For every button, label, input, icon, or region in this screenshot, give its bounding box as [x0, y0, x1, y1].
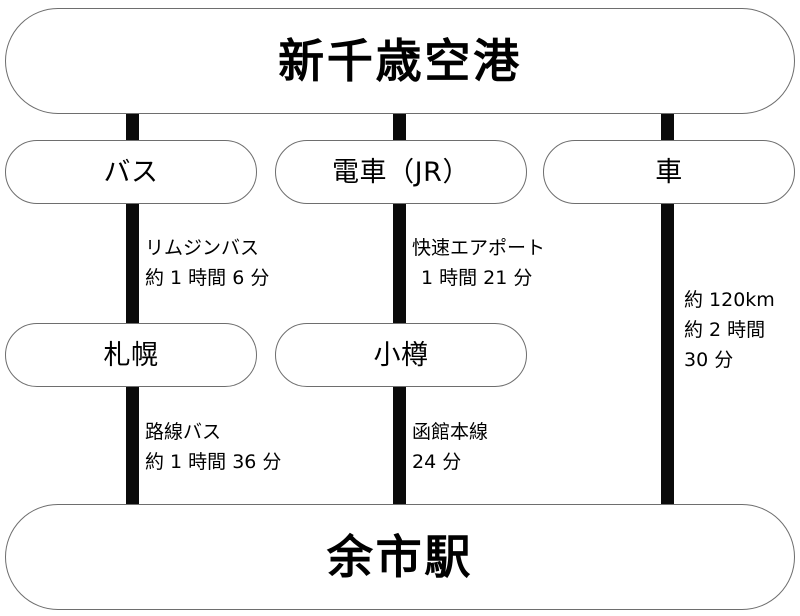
connector-airport-to-train [393, 106, 406, 148]
edge-label-car-line3: 30 分 [684, 349, 734, 371]
node-label-bus: バス [103, 156, 159, 188]
edge-label-rapid-airport: 快速エアポート 1 時間 21 分 [412, 233, 545, 293]
connector-sapporo-to-yoichi [126, 380, 139, 512]
connector-airport-to-car [661, 106, 674, 148]
connector-bus-to-sapporo [126, 196, 139, 330]
edge-label-local-bus: 路線バス 約 1 時間 36 分 [145, 417, 281, 477]
node-label-car: 車 [655, 156, 683, 188]
edge-label-limousine-bus: リムジンバス 約 1 時間 6 分 [145, 233, 269, 293]
node-label-sapporo: 札幌 [103, 339, 159, 371]
edge-label-localbus-line1: 路線バス [145, 421, 222, 443]
edge-label-limousine-line1: リムジンバス [145, 237, 260, 259]
node-shin-chitose-airport[interactable]: 新千歳空港 [5, 8, 795, 114]
connector-train-to-otaru [393, 196, 406, 330]
edge-label-hakodate-line2: 24 分 [412, 451, 462, 473]
connector-airport-to-bus [126, 106, 139, 148]
node-station-otaru[interactable]: 小樽 [275, 323, 527, 387]
connector-otaru-to-yoichi [393, 380, 406, 512]
node-yoichi-station[interactable]: 余市駅 [5, 504, 795, 610]
edge-label-car-line2: 約 2 時間 [684, 319, 766, 341]
edge-label-hakodate-line1: 函館本線 [412, 421, 489, 443]
node-label-airport: 新千歳空港 [278, 34, 522, 88]
node-label-otaru: 小樽 [373, 339, 429, 371]
edge-label-hakodate-line: 函館本線 24 分 [412, 417, 488, 477]
edge-label-localbus-line2: 約 1 時間 36 分 [145, 451, 282, 473]
node-mode-train[interactable]: 電車（JR） [275, 140, 527, 204]
node-mode-car[interactable]: 車 [543, 140, 795, 204]
edge-label-limousine-line2: 約 1 時間 6 分 [145, 267, 270, 289]
edge-label-car-line1: 約 120km [684, 289, 775, 311]
edge-label-rapid-line1: 快速エアポート [412, 237, 546, 259]
edge-label-rapid-line2: 1 時間 21 分 [421, 267, 533, 289]
node-label-yoichi: 余市駅 [326, 530, 474, 584]
edge-label-car-route: 約 120km 約 2 時間 30 分 [684, 285, 775, 375]
connector-car-to-yoichi [661, 196, 674, 512]
node-label-train: 電車（JR） [332, 156, 470, 188]
node-mode-bus[interactable]: バス [5, 140, 257, 204]
node-station-sapporo[interactable]: 札幌 [5, 323, 257, 387]
